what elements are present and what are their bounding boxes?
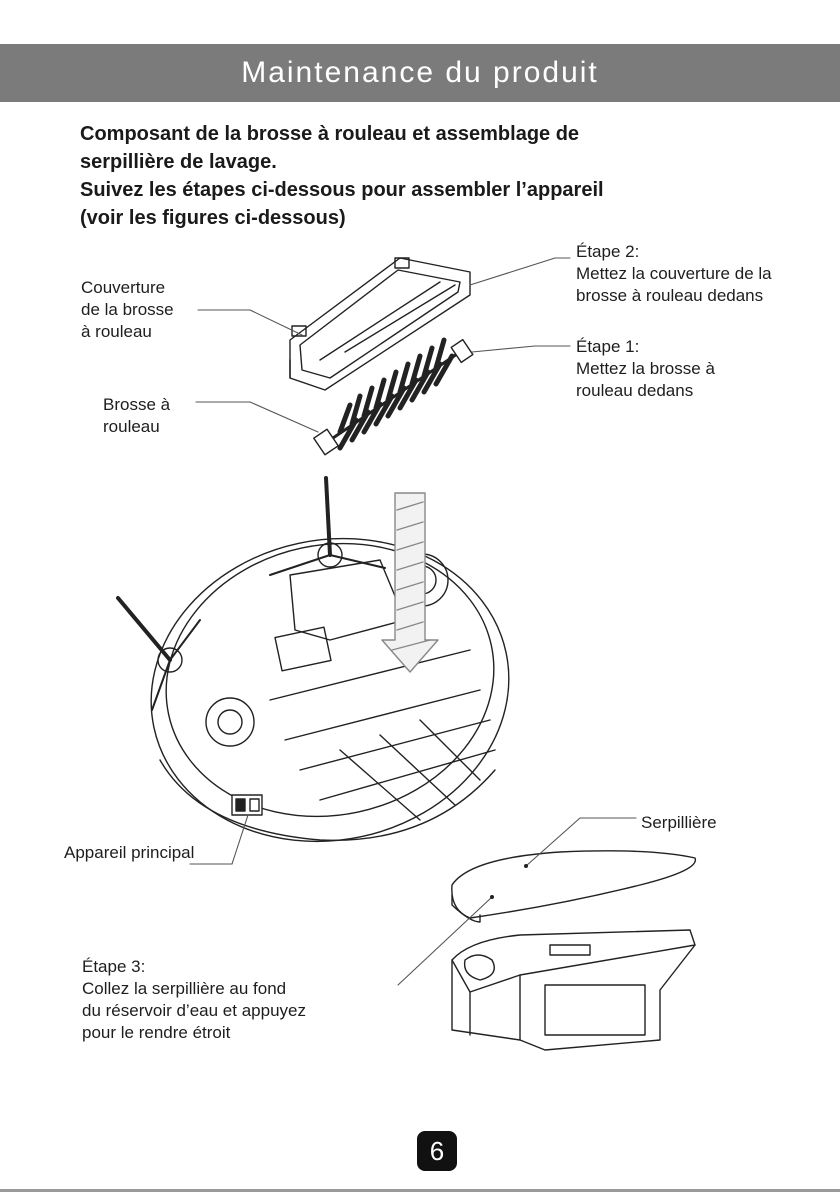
- label-brush-cover: Couverture de la brosse à rouleau: [81, 277, 174, 343]
- label-line: de la brosse: [81, 299, 174, 321]
- label-line: Brosse à: [103, 394, 170, 416]
- label-line: Collez la serpillière au fond: [82, 978, 306, 1000]
- label-line: Couverture: [81, 277, 174, 299]
- label-roller-brush: Brosse à rouleau: [103, 394, 170, 438]
- label-step-1: Étape 1: Mettez la brosse à rouleau deda…: [576, 336, 715, 402]
- mop-pad-drawing: [452, 851, 696, 922]
- label-step-2: Étape 2: Mettez la couverture de la bros…: [576, 241, 772, 307]
- label-line: brosse à rouleau dedans: [576, 285, 772, 307]
- label-line: Mettez la couverture de la: [576, 263, 772, 285]
- label-main-unit: Appareil principal: [64, 842, 194, 864]
- label-line: pour le rendre étroit: [82, 1022, 306, 1044]
- water-tank-drawing: [452, 930, 695, 1050]
- label-line: Étape 1:: [576, 336, 715, 358]
- label-line: Serpillière: [641, 812, 717, 834]
- label-line: Mettez la brosse à: [576, 358, 715, 380]
- label-line: rouleau: [103, 416, 170, 438]
- label-line: Étape 3:: [82, 956, 306, 978]
- label-line: Appareil principal: [64, 842, 194, 864]
- label-line: du réservoir d’eau et appuyez: [82, 1000, 306, 1022]
- label-line: rouleau dedans: [576, 380, 715, 402]
- page-number-badge: 6: [417, 1131, 457, 1171]
- label-mop: Serpillière: [641, 812, 717, 834]
- robot-unit-drawing: [118, 478, 537, 874]
- label-line: à rouleau: [81, 321, 174, 343]
- label-line: Étape 2:: [576, 241, 772, 263]
- label-step-3: Étape 3: Collez la serpillière au fond d…: [82, 956, 306, 1044]
